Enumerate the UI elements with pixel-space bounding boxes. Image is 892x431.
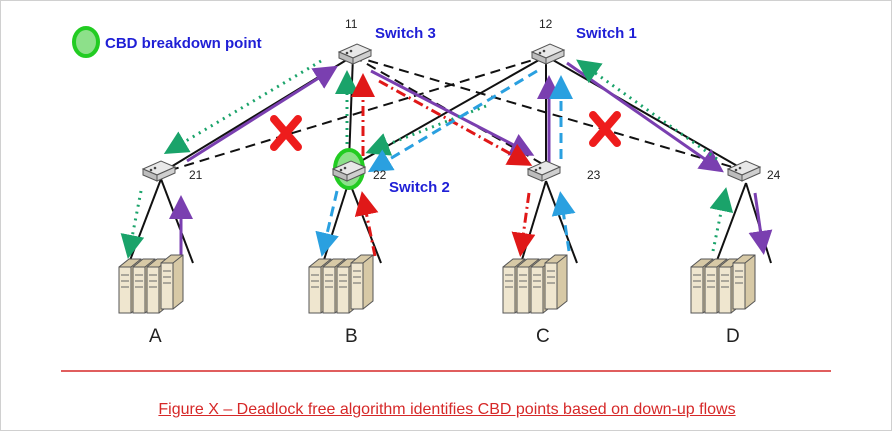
switch-id: 11 <box>345 17 358 31</box>
figure-caption: Figure X – Deadlock free algorithm ident… <box>158 401 736 418</box>
switch-23: 23 <box>527 160 601 182</box>
flow-blue-C-23 <box>551 191 576 252</box>
link-21-A2 <box>160 178 194 264</box>
server-rack-A: A <box>119 255 183 347</box>
link-22-B2 <box>348 180 382 264</box>
network-switch-icon <box>527 160 561 182</box>
flow-purple-21-11 <box>186 65 339 163</box>
x-mark-icon <box>270 115 302 151</box>
dashed-link-12-21 <box>160 55 547 174</box>
network-switch-icon <box>142 160 176 182</box>
flow-purple-24-D <box>748 192 773 255</box>
server-rack-C: C <box>503 255 567 347</box>
dashed-link-11-24 <box>352 55 747 172</box>
server-rack-D: D <box>691 255 755 347</box>
switch-id: 12 <box>539 17 553 31</box>
link-12-22 <box>360 55 547 162</box>
switch-name: Switch 1 <box>576 25 637 42</box>
flow-green-24-12 <box>576 59 718 161</box>
link-21-A <box>128 178 162 264</box>
link-23-C2 <box>545 180 578 264</box>
server-label: A <box>149 326 162 347</box>
switch-22: 22 Switch 2 <box>332 148 450 196</box>
server-label: B <box>345 326 358 347</box>
legend-label: CBD breakdown point <box>105 35 262 52</box>
switch-name: Switch 3 <box>375 25 436 42</box>
flow-red-23-C <box>511 192 536 257</box>
server-label: C <box>536 326 550 347</box>
server-rack-B: B <box>309 255 373 347</box>
flow-purple-11-23 <box>370 69 535 156</box>
switch-name: Switch 2 <box>389 179 450 196</box>
flow-blue-22-B <box>315 190 339 257</box>
switch-11: 11 Switch 3 <box>338 17 436 65</box>
switch-12: 12 Switch 1 <box>531 17 637 65</box>
flow-red-B-22 <box>354 191 379 257</box>
switch-id: 22 <box>373 168 387 182</box>
flow-green-21-A <box>120 190 145 259</box>
network-diagram: CBD breakdown point <box>61 17 831 372</box>
link-24-D <box>715 182 747 264</box>
switch-24: 24 <box>727 160 781 182</box>
server-rack-icon <box>691 255 755 313</box>
legend: CBD breakdown point <box>72 26 262 58</box>
link-11-22 <box>348 55 354 162</box>
switch-21: 21 <box>142 160 203 182</box>
cbd-marker-icon <box>72 26 100 58</box>
flow-green-11-21 <box>163 59 322 155</box>
flow-green-D-24 <box>709 187 734 252</box>
switch-id: 24 <box>767 168 781 182</box>
server-label: D <box>726 326 740 347</box>
switch-id: 21 <box>189 168 203 182</box>
server-rack-icon <box>309 255 373 313</box>
link-12-24 <box>545 55 747 172</box>
solid-links <box>128 55 772 264</box>
switch-id: 23 <box>587 168 601 182</box>
flows <box>120 59 773 259</box>
x-mark-icon <box>589 111 621 147</box>
server-rack-icon <box>119 255 183 313</box>
server-rack-icon <box>503 255 567 313</box>
